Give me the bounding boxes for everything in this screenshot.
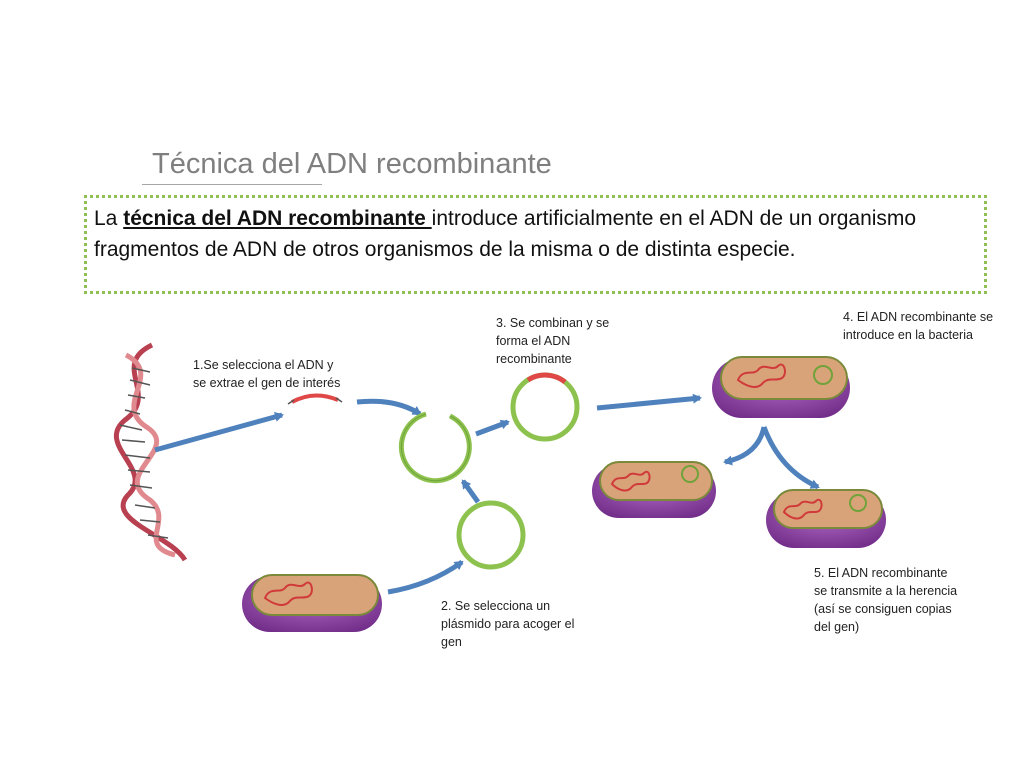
arrow-dna-to-gene [154, 412, 284, 453]
arrow-division-right [761, 426, 820, 490]
gene-fragment [287, 393, 343, 405]
bacterium-daughter-right [766, 489, 886, 548]
arrow-bacteria-to-plasmid [387, 559, 464, 595]
definition-box [84, 195, 987, 294]
step-1-label: 1.Se selecciona el ADN y se extrae el ge… [193, 358, 341, 390]
definition-prefix: La [94, 207, 124, 230]
step-5-label: 5. El ADN recombinante se transmite a la… [814, 566, 958, 634]
arrow-division-left [723, 426, 767, 466]
arrow-to-bacteria [596, 393, 702, 411]
bacterium-source [242, 574, 382, 632]
dna-helix [114, 342, 188, 562]
step-4-label: 4. El ADN recombinante se introduce en l… [843, 310, 994, 342]
step-2-label: 2. Se selecciona un plásmido para acoger… [441, 599, 575, 649]
title-underline [142, 184, 322, 185]
bacterium-recombinant [712, 356, 850, 418]
arrow-to-recombinant [475, 419, 510, 437]
definition-text: La técnica del ADN recombinante introduc… [94, 203, 974, 265]
step-3-label: 3. Se combinan y se forma el ADN recombi… [496, 316, 610, 366]
definition-keyword: técnica del ADN recombinante [123, 207, 432, 230]
recombinant-plasmid [510, 372, 580, 442]
plasmid-circle [456, 500, 526, 570]
definition-rest: introduce artificialmente en el ADN de u… [94, 207, 917, 261]
arrow-plasmid-up [460, 479, 481, 504]
arrow-gene-to-plasmid [356, 398, 422, 417]
page-title: Técnica del ADN recombinante [152, 148, 552, 180]
bacterium-daughter-left [592, 461, 716, 518]
